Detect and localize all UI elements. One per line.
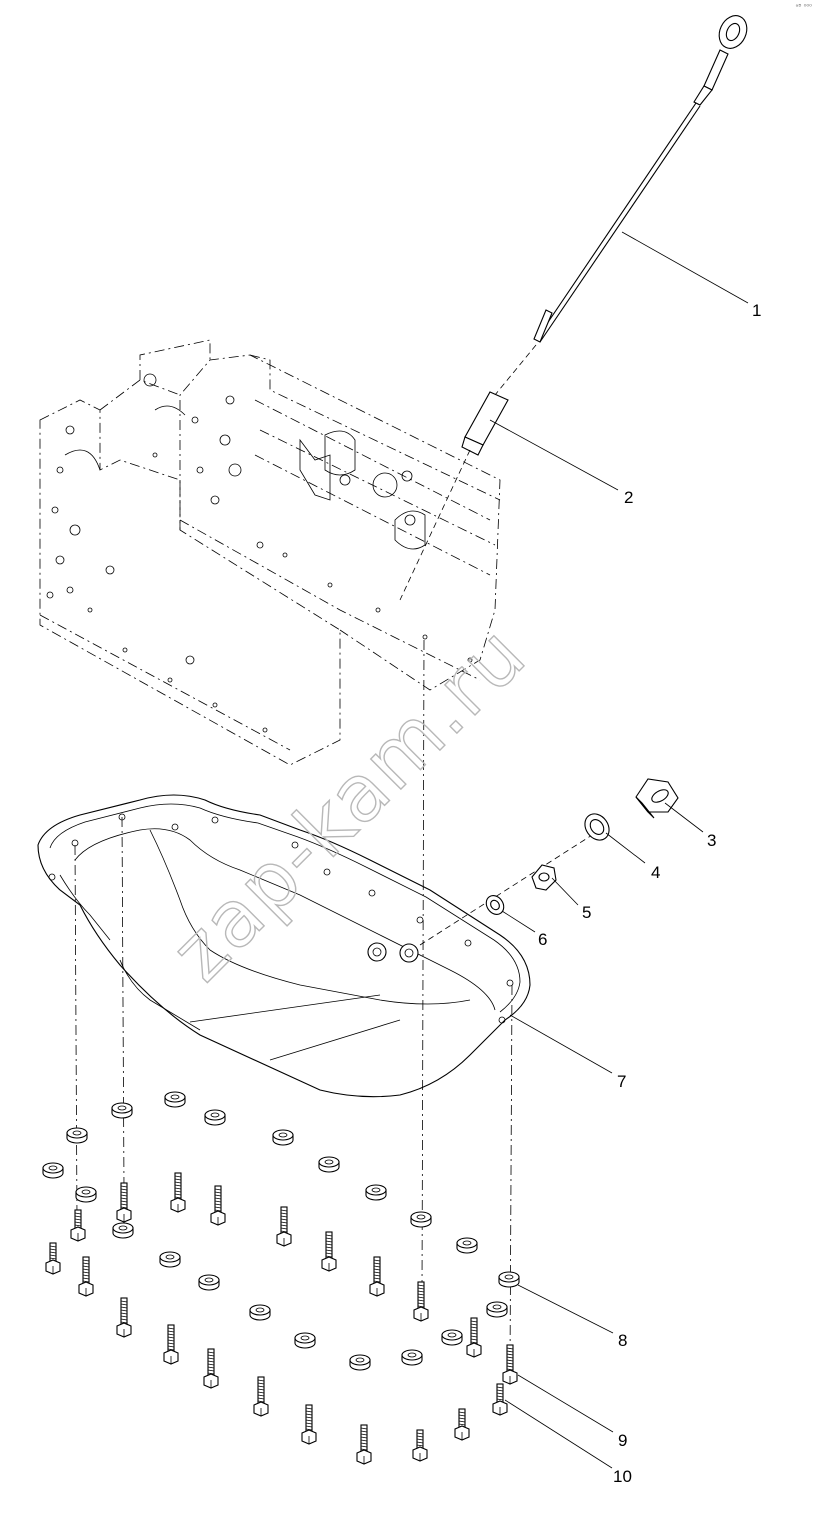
- flat-washer: [75, 1186, 97, 1203]
- flat-washer: [159, 1251, 181, 1268]
- callout-8: 8: [618, 1331, 627, 1350]
- callout-10: 10: [613, 1467, 632, 1486]
- washer-large: [584, 813, 610, 841]
- callout-4: 4: [651, 863, 660, 882]
- bolt-long: [466, 1317, 482, 1358]
- callout-9: 9: [618, 1431, 627, 1450]
- bolt-short: [492, 1383, 508, 1416]
- bolt-long: [163, 1324, 179, 1365]
- drain-axis: [419, 829, 601, 946]
- callout-7: 7: [617, 1072, 626, 1091]
- bolt-long: [369, 1256, 385, 1297]
- dipstick: [533, 15, 748, 343]
- callout-6: 6: [538, 930, 547, 949]
- bolt-long: [170, 1172, 186, 1213]
- bolt-axis: [74, 844, 78, 1221]
- bolt-short: [70, 1209, 86, 1242]
- washer-group: [42, 1091, 520, 1371]
- flat-washer: [365, 1184, 387, 1201]
- flat-washer: [349, 1354, 371, 1371]
- oil-pan: [37, 794, 531, 1098]
- bolt-axis: [421, 639, 425, 1291]
- bolt-long: [78, 1256, 94, 1297]
- flat-washer: [204, 1109, 226, 1126]
- bolt-axis: [509, 984, 513, 1366]
- flat-washer: [410, 1211, 432, 1228]
- dipstick-guide-tube: [399, 391, 509, 601]
- flat-washer: [112, 1222, 134, 1239]
- callout-5: 5: [582, 903, 591, 922]
- flat-washer: [318, 1156, 340, 1173]
- bolt-long: [210, 1185, 226, 1226]
- bolt-long: [502, 1344, 518, 1385]
- dipstick-guide-axis: [494, 344, 537, 396]
- bolt-long: [413, 1281, 429, 1322]
- bolt-group: [45, 1172, 518, 1465]
- flat-washer: [66, 1127, 88, 1144]
- bolt-long: [116, 1297, 132, 1338]
- bolt-short: [454, 1408, 470, 1441]
- flat-washer: [456, 1237, 478, 1254]
- bolt-axis: [121, 816, 125, 1191]
- drain-plug-large: [635, 778, 679, 819]
- bolt-long: [276, 1206, 292, 1247]
- flat-washer: [498, 1271, 520, 1288]
- flat-washer: [42, 1162, 64, 1179]
- flat-washer: [486, 1301, 508, 1318]
- bolt-short: [45, 1242, 61, 1275]
- callout-3: 3: [707, 831, 716, 850]
- flat-washer: [272, 1129, 294, 1146]
- bolt-long: [301, 1404, 317, 1445]
- callout-1: 1: [752, 301, 761, 320]
- washer-small: [485, 895, 505, 915]
- bolt-long: [116, 1182, 132, 1223]
- bolt-long: [321, 1231, 337, 1272]
- flat-washer: [401, 1349, 423, 1366]
- leader-lines: [489, 231, 749, 1469]
- bolt-long: [253, 1376, 269, 1417]
- flat-washer: [111, 1102, 133, 1119]
- flat-washer: [249, 1304, 271, 1321]
- flat-washer: [441, 1329, 463, 1346]
- bolt-long: [356, 1424, 372, 1465]
- flat-washer: [198, 1274, 220, 1291]
- flat-washer: [164, 1091, 186, 1108]
- flat-washer: [294, 1332, 316, 1349]
- engine-block-phantom: [39, 339, 501, 766]
- corner-mark: ᵃᴮ ⁰⁰⁰: [795, 3, 812, 11]
- callout-2: 2: [624, 488, 633, 507]
- bolt-short: [412, 1429, 428, 1462]
- bolt-long: [203, 1348, 219, 1389]
- drain-plug-small: [531, 864, 557, 891]
